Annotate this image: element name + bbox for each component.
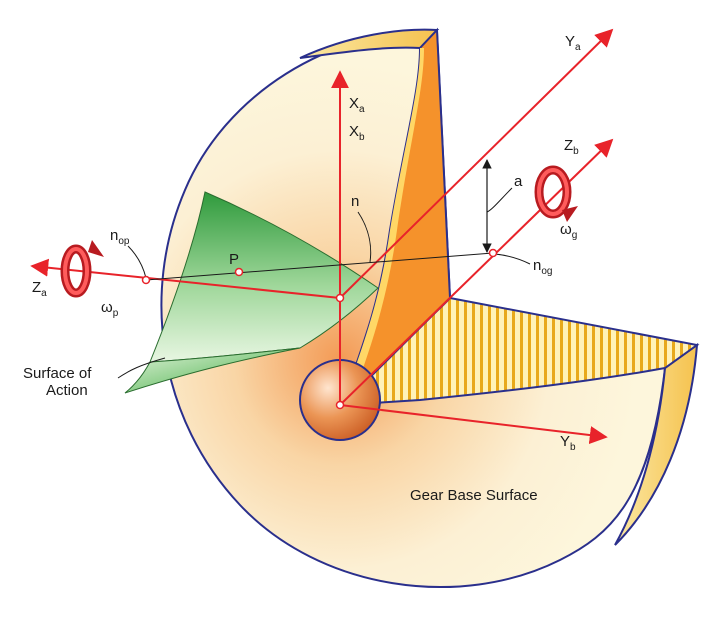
label-za: Za <box>32 279 47 299</box>
surface-of-action <box>124 191 379 394</box>
label-surface-of-action-1: Surface of <box>23 365 92 382</box>
axis-ya <box>339 28 614 299</box>
point-origin-b <box>335 400 345 410</box>
label-gear-base-surface: Gear Base Surface <box>410 487 538 504</box>
label-nog: nog <box>533 257 552 277</box>
label-p: P <box>229 251 239 268</box>
label-yb: Yb <box>560 433 576 453</box>
gear-rim-right <box>614 342 699 546</box>
point-p <box>234 267 244 277</box>
axis-yb <box>339 404 608 445</box>
normal-leader <box>357 211 372 263</box>
points <box>141 248 498 410</box>
label-ya: Ya <box>565 33 581 53</box>
label-omega-p: ωp <box>101 299 119 319</box>
point-origin-a <box>335 293 345 303</box>
label-nop: nop <box>110 227 130 247</box>
nog-leader <box>494 253 531 265</box>
label-n: n <box>351 193 359 210</box>
surface-of-action-lower <box>124 347 301 394</box>
contact-line <box>145 252 494 281</box>
nop-leader <box>127 245 147 279</box>
label-a: a <box>514 173 523 190</box>
rotation-arrow-omega-p <box>60 240 104 298</box>
label-zb: Zb <box>564 137 579 157</box>
label-xb: Xb <box>349 123 365 143</box>
soa-leader <box>117 357 166 379</box>
label-omega-g: ωg <box>560 221 577 241</box>
dimension-a-leader <box>486 187 513 213</box>
label-surface-of-action-2: Action <box>46 382 88 399</box>
point-nog <box>488 248 498 258</box>
point-nop <box>141 275 151 285</box>
rotation-arrow-omega-g <box>534 165 578 222</box>
label-xa: Xa <box>349 95 365 115</box>
